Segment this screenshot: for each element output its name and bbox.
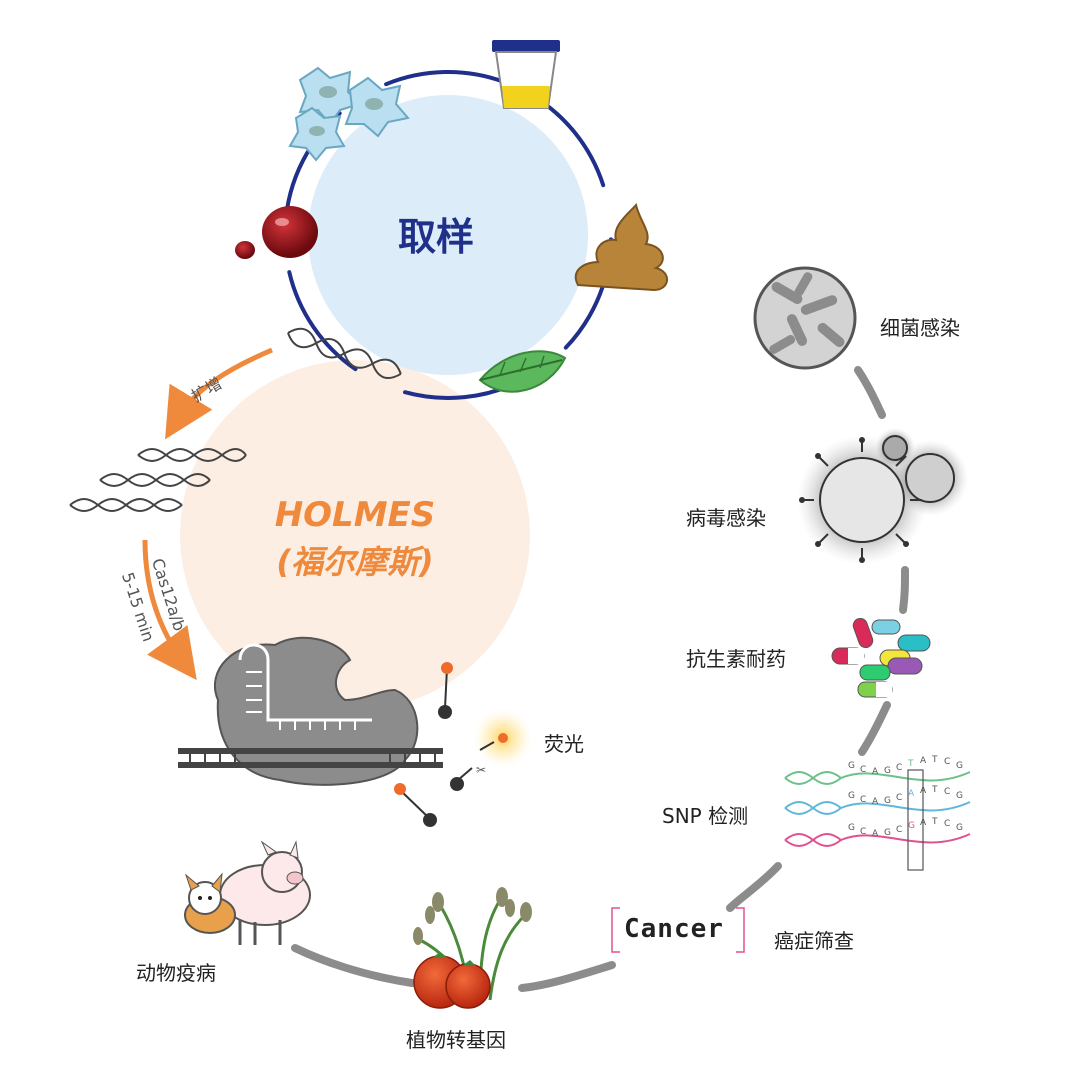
animal-label: 动物疫病 bbox=[136, 961, 216, 985]
cas-protein-icon bbox=[178, 636, 443, 786]
holmes-name: HOLMES bbox=[274, 495, 436, 535]
pig-icon bbox=[219, 840, 311, 945]
bacteria-icon bbox=[753, 266, 857, 370]
snp-base: A bbox=[920, 756, 927, 766]
plant-label: 植物转基因 bbox=[406, 1028, 506, 1052]
antibiotic-label: 抗生素耐药 bbox=[686, 647, 786, 671]
fluorescence-label: 荧光 bbox=[544, 732, 584, 756]
snp-base: G bbox=[848, 761, 855, 771]
holmes-circle bbox=[180, 360, 530, 710]
snp-base: C bbox=[944, 757, 950, 767]
snp-base: A bbox=[920, 786, 927, 796]
snp-base: T bbox=[931, 785, 938, 795]
snp-base: T bbox=[907, 759, 914, 769]
snp-base: G bbox=[956, 791, 963, 801]
holmes-subtitle: (福尔摩斯) bbox=[276, 543, 434, 581]
snp-base: C bbox=[896, 825, 902, 835]
stool-icon bbox=[574, 202, 668, 292]
fluorescence-glow-icon: ✂ bbox=[450, 708, 533, 791]
snp-base: G bbox=[848, 791, 855, 801]
snp-base: C bbox=[860, 765, 866, 775]
amplified-dna-icon bbox=[69, 448, 247, 512]
snp-base: A bbox=[920, 818, 927, 828]
snp-base: G bbox=[908, 821, 915, 831]
snp-base: G bbox=[884, 796, 891, 806]
sampling-title: 取样 bbox=[398, 215, 475, 259]
snp-base: C bbox=[860, 795, 866, 805]
snp-base: A bbox=[908, 789, 915, 799]
snp-base: C bbox=[944, 819, 950, 829]
snp-base: G bbox=[884, 766, 891, 776]
snp-base: G bbox=[956, 761, 963, 771]
virus-label: 病毒感染 bbox=[686, 506, 766, 530]
amplify-arrow bbox=[165, 347, 273, 440]
cancer-word: Cancer bbox=[624, 914, 724, 944]
snp-base: G bbox=[884, 828, 891, 838]
snp-base: T bbox=[931, 817, 938, 827]
dna-sample-icon bbox=[287, 327, 402, 380]
cas-arrow bbox=[142, 539, 197, 681]
cancer-box-icon bbox=[611, 907, 745, 953]
application-path bbox=[291, 366, 909, 992]
svg-text:✂: ✂ bbox=[476, 763, 486, 777]
snp-label: SNP 检测 bbox=[662, 804, 749, 828]
leaf-icon bbox=[478, 350, 567, 393]
plant-tomato-icon bbox=[413, 887, 532, 1009]
reporter-probe-icon bbox=[394, 662, 453, 827]
sampling-circle bbox=[308, 95, 588, 375]
snp-base: C bbox=[896, 793, 902, 803]
cancer-screening-label: 癌症筛查 bbox=[774, 929, 854, 953]
snp-base: A bbox=[872, 767, 879, 777]
snp-base: T bbox=[931, 755, 938, 765]
cells-icon bbox=[288, 66, 410, 162]
snp-base: C bbox=[896, 763, 902, 773]
dog-icon bbox=[184, 872, 236, 934]
pills-icon bbox=[831, 617, 931, 698]
snp-base: G bbox=[848, 823, 855, 833]
snp-base: C bbox=[860, 827, 866, 837]
snp-base: C bbox=[944, 787, 950, 797]
snp-dna-icon bbox=[784, 769, 971, 871]
snp-base: A bbox=[872, 829, 879, 839]
virus-icon bbox=[797, 428, 968, 565]
snp-base: A bbox=[872, 797, 879, 807]
snp-base: G bbox=[956, 823, 963, 833]
bacteria-label: 细菌感染 bbox=[880, 316, 960, 340]
blood-drop-icon bbox=[235, 206, 318, 259]
urine-cup-icon bbox=[492, 40, 560, 109]
